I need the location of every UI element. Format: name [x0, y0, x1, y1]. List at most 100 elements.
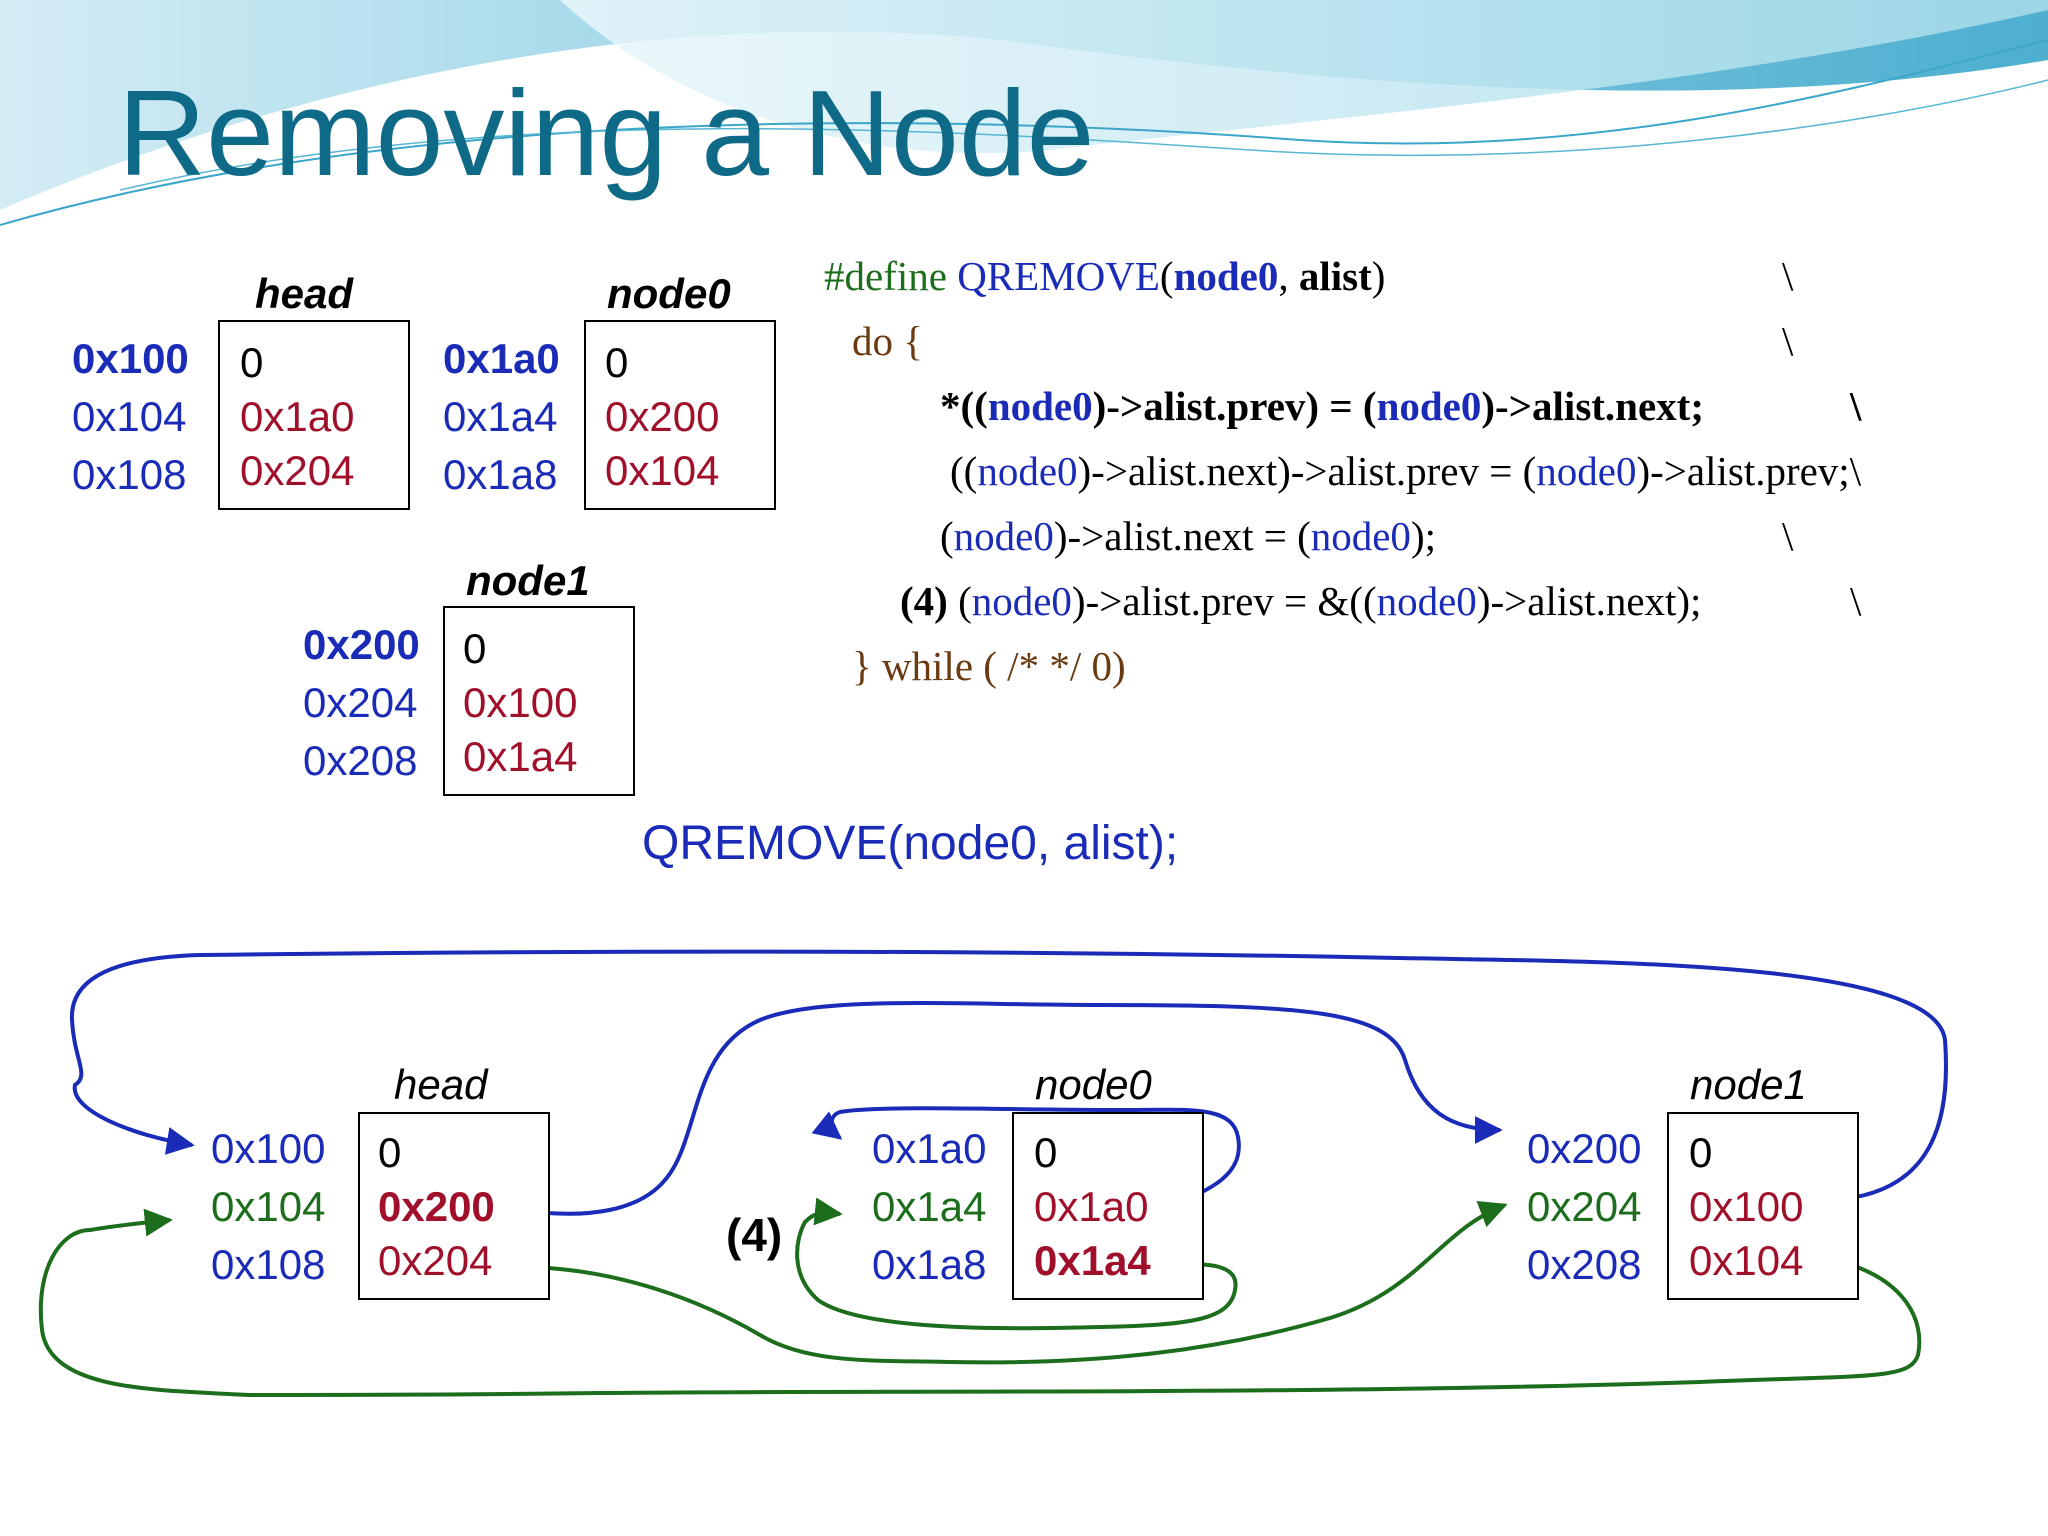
- code-text: );: [1410, 513, 1436, 559]
- bottom-node0-addr-0: 0x1a0: [872, 1125, 987, 1172]
- top-node0-label: node0: [607, 270, 731, 317]
- arrow-head-prev-to-node1: [529, 1200, 1508, 1365]
- top-node0-val-1: 0x200: [605, 393, 720, 440]
- code-line-step2: ((node0)->alist.next)->alist.prev = (nod…: [950, 451, 1861, 492]
- top-node1-addr-0: 0x200: [303, 621, 420, 668]
- top-node0-addr-0: 0x1a0: [443, 335, 560, 382]
- top-node1-addr-2: 0x208: [303, 737, 418, 784]
- macro-arg-node0: node0: [1173, 253, 1279, 299]
- bottom-node0-val-0: 0: [1034, 1129, 1058, 1176]
- code-text: )->alist.next)->alist.prev = (: [1077, 448, 1537, 494]
- swoosh-line-2: [119, 79, 2048, 191]
- step-4-label: (4): [726, 1209, 783, 1261]
- code-line-step1: *((node0)->alist.prev) = (node0)->alist.…: [940, 386, 1704, 427]
- top-head-box: [218, 320, 410, 510]
- arrow-node1-prev-to-head-next: [38, 1208, 1922, 1398]
- code-line-define: #define QREMOVE(node0, alist): [824, 256, 1385, 297]
- bottom-head-label: head: [394, 1061, 488, 1108]
- code-node0: node0: [977, 448, 1078, 494]
- bottom-node1-val-0: 0: [1689, 1129, 1713, 1176]
- code-text: )->alist.next;: [1481, 383, 1704, 429]
- bottom-node1-val-1: 0x100: [1689, 1183, 1804, 1230]
- bottom-node0-addr-2: 0x1a8: [872, 1241, 987, 1288]
- bottom-node1-addr-2: 0x208: [1527, 1241, 1642, 1288]
- code-text: )->alist.next);: [1476, 578, 1702, 624]
- code-text: (: [940, 513, 954, 559]
- code-line-do: do {: [852, 318, 923, 364]
- comma: ,: [1278, 253, 1299, 299]
- arrow-head-next-to-node1: [519, 1001, 1503, 1216]
- code-text: *((: [940, 383, 988, 429]
- bottom-node1-addr-0: 0x200: [1527, 1125, 1642, 1172]
- arrow-node0-prev-self: [795, 1197, 1238, 1331]
- step-4-marker: (4): [900, 578, 948, 624]
- top-node0-box: [584, 320, 776, 510]
- code-text: (: [947, 578, 972, 624]
- line-continuation: \: [1850, 383, 1862, 429]
- bottom-node0-box: [1012, 1112, 1204, 1300]
- paren: (: [1159, 253, 1174, 299]
- top-node1-val-0: 0: [463, 625, 487, 672]
- top-node1-val-1: 0x100: [463, 679, 578, 726]
- code-node0: node0: [1310, 513, 1411, 559]
- top-head-addr-2: 0x108: [72, 451, 187, 498]
- swoosh-line-1: [0, 39, 2048, 226]
- bottom-head-addr-0: 0x100: [211, 1125, 326, 1172]
- bottom-node1-val-2: 0x104: [1689, 1237, 1804, 1284]
- top-node0-addr-1: 0x1a4: [443, 393, 558, 440]
- bottom-node0-val-2: 0x1a4: [1034, 1237, 1151, 1284]
- code-node0: node0: [953, 513, 1054, 559]
- macro-arg-alist: alist: [1298, 253, 1372, 299]
- top-node0-addr-2: 0x1a8: [443, 451, 558, 498]
- top-node1-label: node1: [466, 557, 590, 604]
- top-head-val-0: 0: [240, 339, 264, 386]
- slide-title: Removing a Node: [118, 65, 1095, 201]
- bottom-head-val-1: 0x200: [378, 1183, 495, 1230]
- code-text: )->alist.prev;\: [1636, 448, 1862, 494]
- top-head-addr-1: 0x104: [72, 393, 187, 440]
- bottom-head-box: [358, 1112, 550, 1300]
- line-continuation: \: [1782, 513, 1794, 559]
- code-text: )->alist.next = (: [1053, 513, 1311, 559]
- code-text: )->alist.prev = &((: [1071, 578, 1377, 624]
- macro-name: QREMOVE: [957, 253, 1160, 299]
- line-continuation: \: [1850, 578, 1862, 624]
- code-node0: node0: [971, 578, 1072, 624]
- top-node1-val-2: 0x1a4: [463, 733, 578, 780]
- bottom-node1-box: [1667, 1112, 1859, 1300]
- code-text: ((: [950, 448, 978, 494]
- top-node0-val-2: 0x104: [605, 447, 720, 494]
- code-line-while: } while ( /* */ 0): [852, 643, 1126, 689]
- define-keyword: #define: [824, 253, 947, 299]
- top-head-val-2: 0x204: [240, 447, 355, 494]
- top-node1-addr-1: 0x204: [303, 679, 418, 726]
- line-continuation: \: [1782, 253, 1794, 299]
- bottom-node1-label: node1: [1690, 1061, 1807, 1108]
- code-node0: node0: [1376, 383, 1482, 429]
- bottom-node0-addr-1: 0x1a4: [872, 1183, 987, 1230]
- bottom-head-addr-1: 0x104: [211, 1183, 326, 1230]
- arrow-node0-next-self: [811, 1106, 1241, 1209]
- swoosh-band-light: [560, 0, 2048, 154]
- top-node1-box: [443, 606, 635, 796]
- top-node0-val-0: 0: [605, 339, 629, 386]
- bottom-head-val-2: 0x204: [378, 1237, 493, 1284]
- line-continuation: \: [1782, 318, 1794, 364]
- code-text: )->alist.prev) = (: [1092, 383, 1377, 429]
- bottom-head-val-0: 0: [378, 1129, 402, 1176]
- paren: ): [1371, 253, 1386, 299]
- code-line-step3: (node0)->alist.next = (node0);: [940, 516, 1436, 557]
- code-node0: node0: [987, 383, 1093, 429]
- bottom-head-addr-2: 0x108: [211, 1241, 326, 1288]
- bottom-node0-label: node0: [1035, 1061, 1152, 1108]
- bottom-node0-val-1: 0x1a0: [1034, 1183, 1149, 1230]
- top-head-addr-0: 0x100: [72, 335, 189, 382]
- top-head-val-1: 0x1a0: [240, 393, 355, 440]
- top-head-label: head: [255, 270, 354, 317]
- macro-call-text: QREMOVE(node0, alist);: [642, 817, 1179, 870]
- code-node0: node0: [1536, 448, 1637, 494]
- code-line-step4: (4) (node0)->alist.prev = &((node0)->ali…: [900, 581, 1701, 622]
- bottom-node1-addr-1: 0x204: [1527, 1183, 1642, 1230]
